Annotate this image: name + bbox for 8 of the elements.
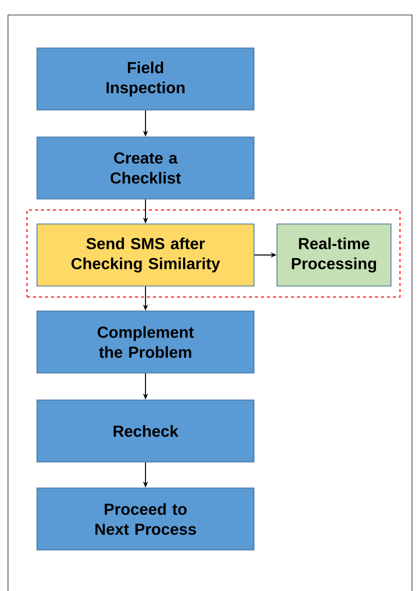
process-box: Create a Checklist: [36, 136, 254, 200]
process-box: Field Inspection: [36, 48, 254, 110]
process-box: Proceed to Next Process: [36, 488, 254, 550]
process-box: Send SMS after Checking Similarity: [36, 224, 254, 286]
process-box: Complement the Problem: [36, 310, 254, 374]
dashed-highlight-box: [26, 210, 400, 298]
process-box: Real-time Processing: [276, 224, 392, 286]
process-box: Recheck: [36, 400, 254, 462]
